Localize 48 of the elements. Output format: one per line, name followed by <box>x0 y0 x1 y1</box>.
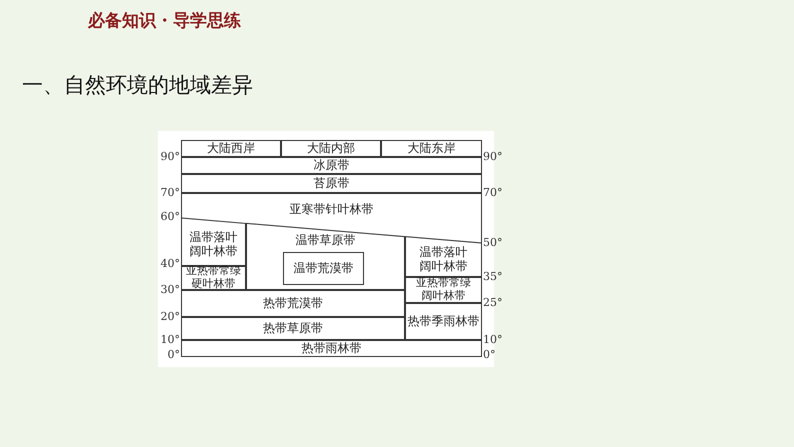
zone-box <box>405 277 482 303</box>
zone-box <box>181 290 405 317</box>
zone-box <box>181 218 246 266</box>
latitude-label: 10° <box>160 334 180 345</box>
latitude-label: 35° <box>483 271 502 282</box>
zone-box <box>283 252 364 285</box>
zone-box <box>181 157 482 174</box>
zone-box <box>181 317 405 340</box>
latitude-label: 0° <box>168 349 180 360</box>
zone-box <box>281 140 381 157</box>
zone-box <box>181 193 482 218</box>
latitude-label: 30° <box>160 284 180 295</box>
zone-label: 大陆内部 <box>307 142 355 156</box>
zone-box <box>181 174 482 193</box>
zone-label: 热带雨林带 <box>302 342 362 356</box>
zone-box <box>181 266 246 290</box>
zone-box <box>405 218 482 277</box>
latitude-label: 40° <box>160 258 180 269</box>
latitude-label: 50° <box>483 237 502 248</box>
zone-label: 热带草原带 <box>263 322 323 336</box>
latitude-label: 70° <box>160 187 180 198</box>
zone-label: 亚热带常绿硬叶林带 <box>186 265 241 291</box>
zone-label: 冰原带 <box>314 158 350 172</box>
zone-box <box>181 140 281 157</box>
zone-label: 亚热带常绿阔叶林带 <box>416 277 471 303</box>
latitude-label: 90° <box>160 151 180 162</box>
section-header: 必备知识・导学思练 <box>88 10 241 32</box>
zone-label: 温带草原带 <box>296 234 356 248</box>
zone-label: 热带季雨林带 <box>408 314 480 328</box>
latitude-label: 70° <box>483 187 502 198</box>
zone-label: 大陆东岸 <box>408 142 456 156</box>
zone-label: 热带荒漠带 <box>263 296 323 310</box>
latitude-label: 0° <box>483 349 496 360</box>
zone-label: 大陆西岸 <box>207 142 255 156</box>
latitude-label: 10° <box>483 334 502 345</box>
latitude-label: 90° <box>483 151 502 162</box>
zone-label: 温带落叶阔叶林带 <box>190 230 238 258</box>
zone-label: 苔原带 <box>314 176 350 190</box>
zone-label: 亚寒带针叶林带 <box>290 203 374 217</box>
latitude-label: 60° <box>160 211 180 222</box>
zone-box <box>181 340 482 357</box>
zone-box <box>381 140 482 157</box>
zone-label: 温带荒漠带 <box>294 262 354 276</box>
latitude-label: 25° <box>483 297 502 308</box>
heading: 一、自然环境的地域差异 <box>22 72 253 99</box>
zone-label: 温带落叶阔叶林带 <box>420 246 468 274</box>
zone-box <box>405 303 482 340</box>
latitude-label: 20° <box>160 311 180 322</box>
